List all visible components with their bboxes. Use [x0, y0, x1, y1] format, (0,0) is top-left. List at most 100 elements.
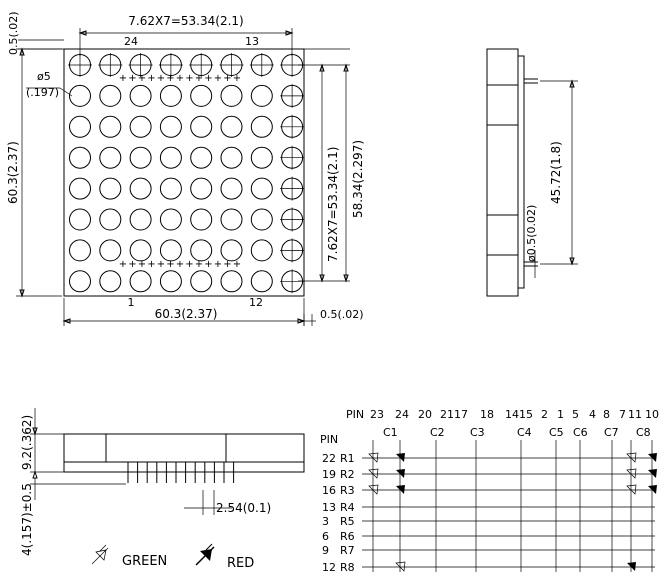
red-led-symbol [195, 543, 215, 566]
hole-diameter-dim: ø5 [37, 70, 51, 83]
pin-marker: + [233, 73, 241, 84]
pin-marker: + [233, 259, 241, 270]
pin-marker: + [119, 73, 127, 84]
pin-marker: + [176, 73, 184, 84]
column-pin-7: 7 [619, 408, 626, 421]
pin-marker: + [147, 73, 155, 84]
bottom-view: 9.2(.362) 4(.157)±0.5 2.54(0.1) [20, 408, 305, 556]
pin-marker: + [223, 259, 231, 270]
column-label-c1: C1 [383, 426, 398, 439]
row-pin-6: 6 [322, 530, 329, 543]
pin-label-1: 1 [128, 296, 135, 309]
pin-marker: + [195, 73, 203, 84]
column-pin-21: 21 [440, 408, 454, 421]
row-name-r3: R3 [340, 484, 355, 497]
row-pin-22: 22 [322, 452, 336, 465]
bottom-body [63, 433, 305, 473]
pin-marker: + [147, 259, 155, 270]
column-pin-15: 15 [519, 408, 533, 421]
pin-marker: + [119, 259, 127, 270]
pin-marker: + [176, 259, 184, 270]
row-pin-19: 19 [322, 468, 336, 481]
led-hole [129, 239, 152, 262]
row-pin-9: 9 [322, 544, 329, 557]
row-name-r8: R8 [340, 561, 355, 574]
column-label-c7: C7 [604, 426, 619, 439]
column-pin-1: 1 [557, 408, 564, 421]
column-pin-23: 23 [370, 408, 384, 421]
led-hole [190, 239, 213, 262]
pin-marker: + [157, 73, 165, 84]
red-led-symbol [396, 469, 405, 478]
legend-red-label: RED [227, 556, 254, 571]
led-hole [190, 270, 213, 293]
bottom-height-dim: 9.2(.362) [20, 415, 34, 470]
bottom-width-dim: 60.3(2.37) [155, 307, 218, 321]
led-hole [69, 208, 91, 231]
pin-label-24: 24 [124, 35, 138, 48]
led-hole [129, 115, 152, 138]
pin-label-13: 13 [245, 35, 259, 48]
pin-marker: + [166, 259, 174, 270]
pin-marker: + [223, 73, 231, 84]
led-hole [69, 84, 91, 107]
led-hole [99, 146, 122, 169]
pin-marker: + [204, 259, 212, 270]
led-hole [99, 239, 122, 262]
column-label-c4: C4 [517, 426, 532, 439]
led-hole [159, 84, 182, 107]
green-led-symbol [91, 544, 109, 565]
legend: GREEN RED [91, 543, 254, 571]
led-hole [99, 270, 122, 293]
led-hole [159, 115, 182, 138]
led-hole [190, 208, 213, 231]
red-led-symbol [648, 453, 657, 462]
led-hole [250, 146, 273, 169]
green-led-symbol [368, 468, 379, 479]
green-led-symbol [626, 452, 637, 463]
green-led-symbol [626, 468, 637, 479]
side-view: 45.72(1.8) ø0.5(0.02) [486, 48, 578, 297]
pin-marker: + [214, 259, 222, 270]
led-hole [129, 146, 152, 169]
row-pin-13: 13 [322, 501, 336, 514]
red-led-symbol [396, 453, 405, 462]
led-hole [99, 84, 122, 107]
row-name-r1: R1 [340, 452, 355, 465]
red-led-symbol [648, 485, 657, 494]
column-pin-18: 18 [480, 408, 494, 421]
column-pin-14: 14 [505, 408, 519, 421]
led-hole [129, 177, 152, 200]
pin-length-dim: 4(.157)±0.5 [20, 483, 34, 556]
led-hole [159, 239, 182, 262]
pin-diameter-dim: ø0.5(0.02) [525, 205, 538, 262]
led-hole [129, 270, 152, 293]
row-name-r5: R5 [340, 515, 355, 528]
red-led-symbol [396, 485, 405, 494]
led-hole [99, 177, 122, 200]
green-led-symbol [368, 452, 379, 463]
led-hole [159, 208, 182, 231]
led-hole [220, 115, 243, 138]
led-hole [220, 84, 243, 107]
bottom-right-offset-dim: 0.5(.02) [320, 308, 364, 321]
led-hole-grid [68, 53, 305, 294]
center-marks: ++++++++++++++++++++++++++ [119, 73, 241, 270]
pin-marker: + [138, 259, 146, 270]
legend-green-label: GREEN [122, 554, 167, 569]
left-height-dim: 60.3(2.37) [6, 141, 20, 204]
column-pin-10: 10 [645, 408, 659, 421]
red-led-symbol [648, 469, 657, 478]
led-hole [190, 146, 213, 169]
pin-marker: + [128, 73, 136, 84]
column-label-c6: C6 [573, 426, 588, 439]
side-height-dim: 45.72(1.8) [549, 141, 563, 204]
pin-marker: + [166, 73, 174, 84]
schematic: PIN 23 24 20 21 17 18 14 15 2 1 5 4 8 7 … [320, 408, 659, 574]
led-hole [159, 177, 182, 200]
column-pin-2: 2 [541, 408, 548, 421]
pin-marker: + [157, 259, 165, 270]
pin-marker: + [185, 73, 193, 84]
schematic-row-pin-header: PIN [320, 433, 338, 446]
